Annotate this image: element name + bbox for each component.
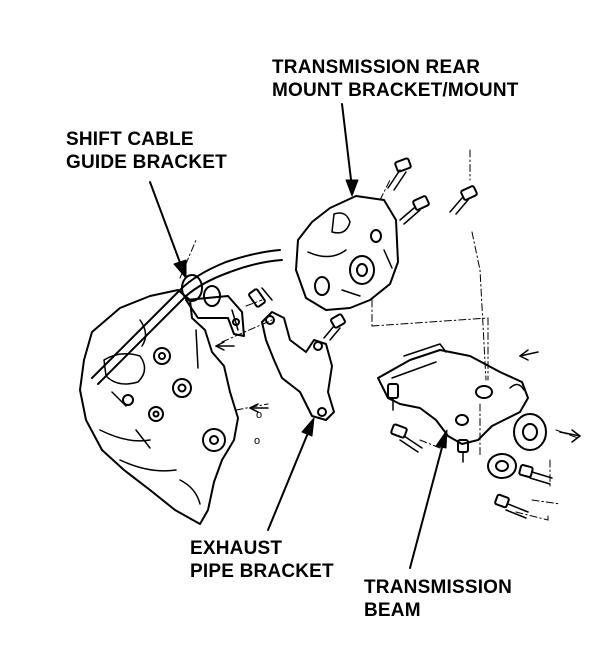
- svg-text:o: o: [254, 435, 260, 447]
- label-transmission-beam: TRANSMISSION BEAM: [364, 576, 512, 622]
- label-transmission-rear-mount: TRANSMISSION REAR MOUNT BRACKET/MOUNT: [272, 56, 519, 102]
- exhaust-pipe-bracket: [261, 311, 335, 421]
- label-line: GUIDE BRACKET: [66, 152, 227, 173]
- label-line: SHIFT CABLE: [66, 129, 194, 150]
- beam-bolt: [457, 439, 469, 463]
- label-line: PIPE BRACKET: [190, 561, 334, 582]
- transmission-beam: [377, 343, 553, 519]
- mount-bolt: [387, 157, 412, 191]
- mount-bolt: [399, 195, 430, 225]
- beam-bolt: [387, 383, 399, 411]
- beam-bolt: [390, 423, 423, 453]
- mount-bolt: [449, 185, 478, 215]
- label-line: BEAM: [364, 600, 421, 621]
- label-line: TRANSMISSION REAR: [272, 57, 481, 78]
- label-line: MOUNT BRACKET/MOUNT: [272, 80, 519, 101]
- rear-mount-bracket: [295, 157, 478, 341]
- direction-arrows: [215, 341, 581, 443]
- label-exhaust-pipe-bracket: EXHAUST PIPE BRACKET: [190, 537, 334, 583]
- shift-cable: [91, 249, 283, 385]
- shift-cable-guide-bracket: [185, 287, 273, 337]
- beam-bolt: [494, 493, 529, 519]
- label-line: EXHAUST: [190, 538, 283, 559]
- beam-bolt: [518, 464, 553, 485]
- leader-lines: [149, 103, 448, 569]
- label-shift-cable-guide-bracket: SHIFT CABLE GUIDE BRACKET: [66, 128, 227, 174]
- transmission-housing: o o: [79, 289, 262, 525]
- label-line: TRANSMISSION: [364, 577, 513, 598]
- svg-text:o: o: [256, 409, 262, 421]
- mount-bolt: [323, 313, 346, 341]
